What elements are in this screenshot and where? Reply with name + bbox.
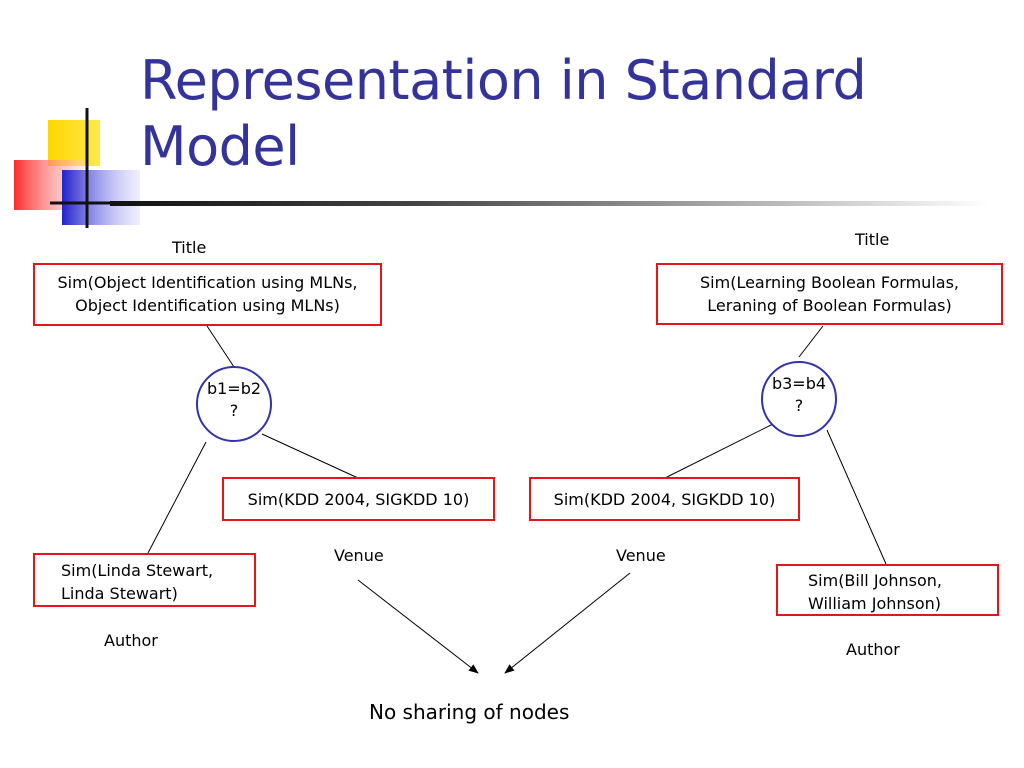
edge-left-node-author (147, 441, 207, 554)
left-title-sim-box: Sim(Object Identification using MLNs, Ob… (33, 263, 382, 326)
right-author-label: Author (846, 640, 900, 659)
right-match-node: b3=b4 ? (761, 361, 837, 437)
footer-caption: No sharing of nodes (369, 700, 570, 724)
left-author-sim-box: Sim(Linda Stewart, Linda Stewart) (33, 553, 256, 607)
edge-right-node-venue (664, 423, 774, 479)
edge-right-title-node (798, 325, 824, 358)
left-match-node: b1=b2 ? (196, 366, 272, 442)
right-venue-label: Venue (616, 546, 666, 565)
right-title-sim-box: Sim(Learning Boolean Formulas, Leraning … (656, 263, 1003, 325)
right-author-sim-box: Sim(Bill Johnson, William Johnson) (776, 564, 999, 616)
title-rule (110, 201, 990, 206)
left-title-label: Title (172, 238, 207, 257)
right-title-label: Title (855, 230, 890, 249)
slide-title: Representation in Standard Model (140, 49, 867, 178)
arrow-right-venue (504, 572, 631, 674)
edge-left-node-venue (261, 433, 359, 479)
edge-right-node-author (826, 429, 887, 565)
left-venue-sim-box: Sim(KDD 2004, SIGKDD 10) (222, 477, 495, 521)
edge-left-title-node (206, 325, 237, 371)
arrow-left-venue (357, 579, 479, 674)
left-venue-label: Venue (334, 546, 384, 565)
left-author-label: Author (104, 631, 158, 650)
right-venue-sim-box: Sim(KDD 2004, SIGKDD 10) (529, 477, 800, 521)
slide-logo-decoration (14, 108, 140, 228)
